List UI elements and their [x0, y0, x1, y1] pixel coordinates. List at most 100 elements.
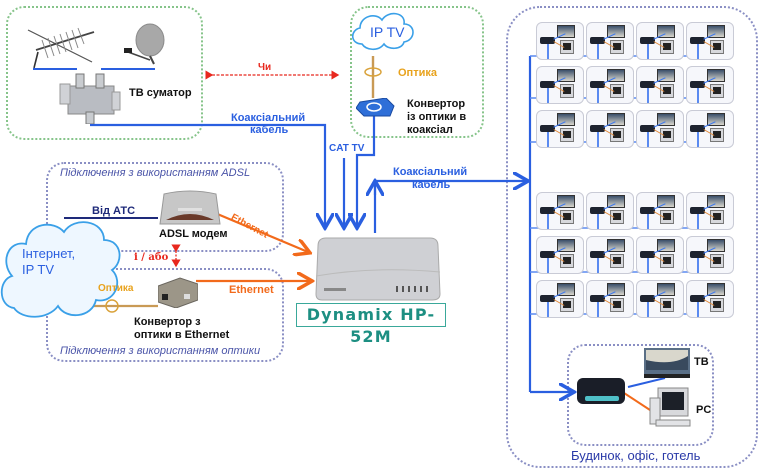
- premise-unit: [586, 22, 634, 60]
- premise-unit: [636, 280, 684, 318]
- pc-icon: [610, 298, 624, 312]
- bus-drop: [597, 258, 599, 273]
- pc-icon: [560, 84, 574, 98]
- premise-unit: [686, 110, 734, 148]
- set-top-box-icon: [590, 125, 605, 132]
- pc-icon: [710, 84, 724, 98]
- coax-out-label-line1: Коаксіальний: [393, 166, 468, 178]
- adsl-caption: Підключення з використанням ADSL: [60, 167, 251, 179]
- set-top-box-icon: [640, 207, 655, 214]
- adsl-group: [46, 162, 284, 252]
- set-top-box-icon: [540, 81, 555, 88]
- fiber-label: Оптика: [98, 283, 134, 294]
- fiber-caption: Підключення з використанням оптики: [60, 345, 261, 357]
- premise-unit: [586, 66, 634, 104]
- internet-cloud-label-2: IP TV: [22, 262, 55, 277]
- premise-unit: [636, 22, 684, 60]
- home-tv-icon: [642, 346, 692, 380]
- tv-combiner-label: ТВ суматор: [129, 87, 192, 99]
- set-top-box-icon: [540, 37, 555, 44]
- bus-drop: [597, 88, 599, 103]
- premise-unit: [536, 280, 584, 318]
- set-top-box-icon: [590, 81, 605, 88]
- pc-icon: [610, 254, 624, 268]
- set-top-box-icon: [690, 251, 705, 258]
- pc-icon: [660, 128, 674, 142]
- bus-drop: [697, 258, 699, 273]
- premise-unit: [536, 22, 584, 60]
- pc-icon: [610, 40, 624, 54]
- set-top-box-icon: [690, 125, 705, 132]
- bus-drop: [547, 88, 549, 103]
- iptv-group: [350, 6, 484, 138]
- chi-label: Чи: [258, 62, 272, 73]
- pc-icon: [610, 84, 624, 98]
- bus-drop: [647, 258, 649, 273]
- set-top-box-icon: [590, 295, 605, 302]
- set-top-box-icon: [640, 125, 655, 132]
- adsl-modem-label: ADSL модем: [159, 228, 228, 240]
- set-top-box-icon: [640, 251, 655, 258]
- bus-drop: [597, 302, 599, 317]
- set-top-box-icon: [690, 37, 705, 44]
- bus-drop: [597, 44, 599, 59]
- pc-icon: [710, 254, 724, 268]
- set-top-box-icon: [590, 207, 605, 214]
- fiber-ethernet-label: Ethernet: [229, 284, 274, 296]
- pc-icon: [560, 210, 574, 224]
- home-tv-label: ТВ: [694, 356, 709, 368]
- bus-drop: [697, 132, 699, 147]
- premises-caption: Будинок, офіс, готель: [571, 448, 701, 463]
- pc-icon: [660, 254, 674, 268]
- premise-unit: [586, 280, 634, 318]
- premise-unit: [686, 236, 734, 274]
- premise-unit: [636, 192, 684, 230]
- coax-top-label-line2: кабель: [250, 124, 289, 136]
- fiber-coil-iptv-icon: [364, 67, 382, 77]
- pc-icon: [560, 254, 574, 268]
- premise-unit: [686, 22, 734, 60]
- premise-unit: [686, 192, 734, 230]
- pc-icon: [710, 128, 724, 142]
- bus-drop: [647, 132, 649, 147]
- coax-top-label-line1: Коаксіальний: [231, 112, 306, 124]
- premises-upper-grid: [536, 22, 746, 148]
- bus-drop: [697, 44, 699, 59]
- set-top-box-icon: [540, 251, 555, 258]
- premises-group: [506, 6, 758, 468]
- bus-drop: [647, 214, 649, 229]
- and-or-label: і / або: [134, 252, 169, 263]
- fiber-converter-label-2: оптики в Ethernet: [134, 329, 230, 341]
- pc-icon: [610, 128, 624, 142]
- set-top-box-icon: [690, 207, 705, 214]
- iptv-converter-label-1: Конвертор: [407, 98, 466, 110]
- ethernet-adsl-line: [214, 211, 308, 252]
- pc-icon: [710, 210, 724, 224]
- set-top-box-icon: [640, 37, 655, 44]
- coax-out-line: [373, 181, 526, 233]
- premise-unit: [536, 66, 584, 104]
- iptv-converter-label-2: із оптики в: [407, 111, 467, 123]
- fiber-converter-label-1: Конвертор з: [134, 316, 201, 328]
- fiber-converter-icon: [157, 276, 199, 309]
- satellite-dish-icon: [122, 20, 168, 66]
- premise-unit: [586, 110, 634, 148]
- iptv-cloud-label: IP TV: [370, 24, 405, 40]
- set-top-box-icon: [540, 125, 555, 132]
- pc-icon: [660, 210, 674, 224]
- bus-drop: [647, 44, 649, 59]
- bus-drop: [547, 258, 549, 273]
- coax-top-line: [90, 123, 325, 226]
- premise-unit: [536, 192, 584, 230]
- set-top-box-icon: [640, 81, 655, 88]
- iptv-converter-label-3: коаксіал: [407, 124, 453, 136]
- set-top-box-icon: [540, 295, 555, 302]
- bus-drop: [697, 88, 699, 103]
- bus-drop: [547, 44, 549, 59]
- pc-icon: [710, 298, 724, 312]
- home-stb-icon: [575, 376, 627, 406]
- set-top-box-icon: [540, 207, 555, 214]
- bus-drop: [547, 132, 549, 147]
- tv-sources-group: [6, 6, 203, 140]
- pc-icon: [660, 84, 674, 98]
